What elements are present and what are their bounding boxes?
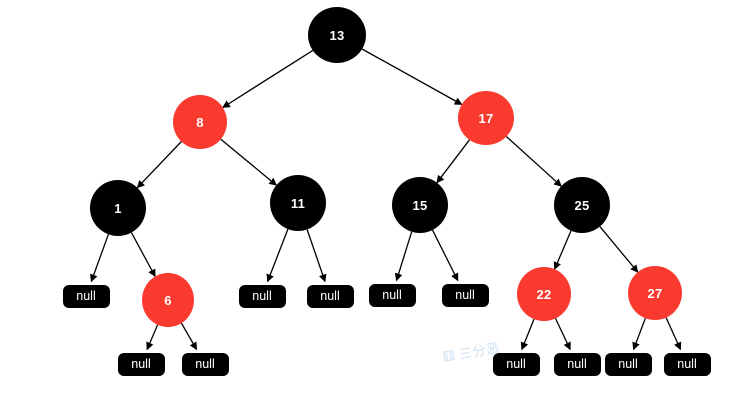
tree-leaf-null: null	[368, 283, 416, 307]
tree-edge-n22-l9	[554, 318, 571, 351]
tree-leaf-null: null	[62, 284, 110, 308]
tree-node-label: 27	[647, 285, 663, 301]
tree-node-1: 1	[90, 180, 146, 236]
tree-edge-n6-l6	[146, 324, 159, 351]
tree-node-label: 25	[574, 197, 590, 213]
tree-edge-n11-l2	[266, 228, 289, 283]
tree-node-6: 6	[142, 273, 194, 327]
tree-node-label: 6	[164, 292, 172, 308]
tree-node-27: 27	[628, 266, 682, 320]
tree-edge-n27-l11	[665, 317, 682, 351]
tree-leaf-label: null	[195, 356, 215, 371]
tree-leaf-label: null	[320, 288, 340, 303]
tree-node-17: 17	[458, 91, 514, 145]
tree-leaf-label: null	[455, 287, 475, 302]
tree-node-13: 13	[308, 7, 366, 63]
tree-edge-n22-l8	[520, 318, 535, 351]
tree-leaf-null: null	[441, 283, 489, 307]
tree-node-22: 22	[517, 267, 571, 321]
tree-edge-n15-l5	[431, 229, 459, 282]
tree-leaf-label: null	[567, 356, 587, 371]
tree-node-11: 11	[270, 175, 326, 231]
tree-node-label: 8	[196, 114, 204, 130]
tree-edge-n17-n25	[505, 136, 562, 187]
tree-edge-n13-n8	[222, 49, 314, 109]
wechat-logo-icon: ⚅	[441, 346, 458, 365]
tree-node-label: 13	[329, 27, 345, 43]
tree-node-label: 17	[478, 110, 494, 126]
tree-edge-n13-n17	[361, 48, 463, 106]
tree-edge-n8-n1	[136, 141, 182, 189]
tree-leaf-label: null	[618, 356, 638, 371]
tree-edge-n27-l10	[632, 317, 647, 351]
tree-edge-n25-n22	[553, 230, 572, 270]
tree-leaf-label: null	[382, 287, 402, 302]
tree-node-label: 15	[412, 197, 428, 213]
tree-leaf-null: null	[553, 352, 601, 376]
tree-leaf-label: null	[131, 356, 151, 371]
tree-leaf-null: null	[492, 352, 540, 376]
tree-node-25: 25	[554, 177, 610, 233]
tree-leaf-label: null	[506, 356, 526, 371]
tree-leaf-label: null	[252, 288, 272, 303]
tree-leaf-null: null	[663, 352, 711, 376]
tree-leaf-null: null	[181, 352, 229, 376]
tree-node-15: 15	[392, 177, 448, 233]
tree-node-label: 11	[290, 195, 306, 211]
tree-edge-n15-l4	[394, 231, 413, 282]
tree-edge-n6-l7	[180, 322, 198, 351]
tree-leaf-null: null	[238, 284, 286, 308]
tree-node-label: 22	[536, 286, 552, 302]
tree-node-label: 1	[114, 200, 122, 216]
tree-leaf-label: null	[76, 288, 96, 303]
tree-edge-n17-n15	[436, 139, 471, 184]
tree-edge-n1-n6	[130, 232, 156, 278]
tree-leaf-label: null	[677, 356, 697, 371]
tree-leaf-null: null	[117, 352, 165, 376]
tree-edge-n8-n11	[220, 138, 278, 186]
tree-edge-n25-n27	[599, 226, 639, 273]
tree-leaf-null: null	[604, 352, 652, 376]
tree-leaf-null: null	[306, 284, 354, 308]
tree-edge-n11-l3	[306, 229, 327, 283]
tree-edge-n1-l1	[90, 234, 110, 283]
tree-node-8: 8	[173, 95, 227, 149]
